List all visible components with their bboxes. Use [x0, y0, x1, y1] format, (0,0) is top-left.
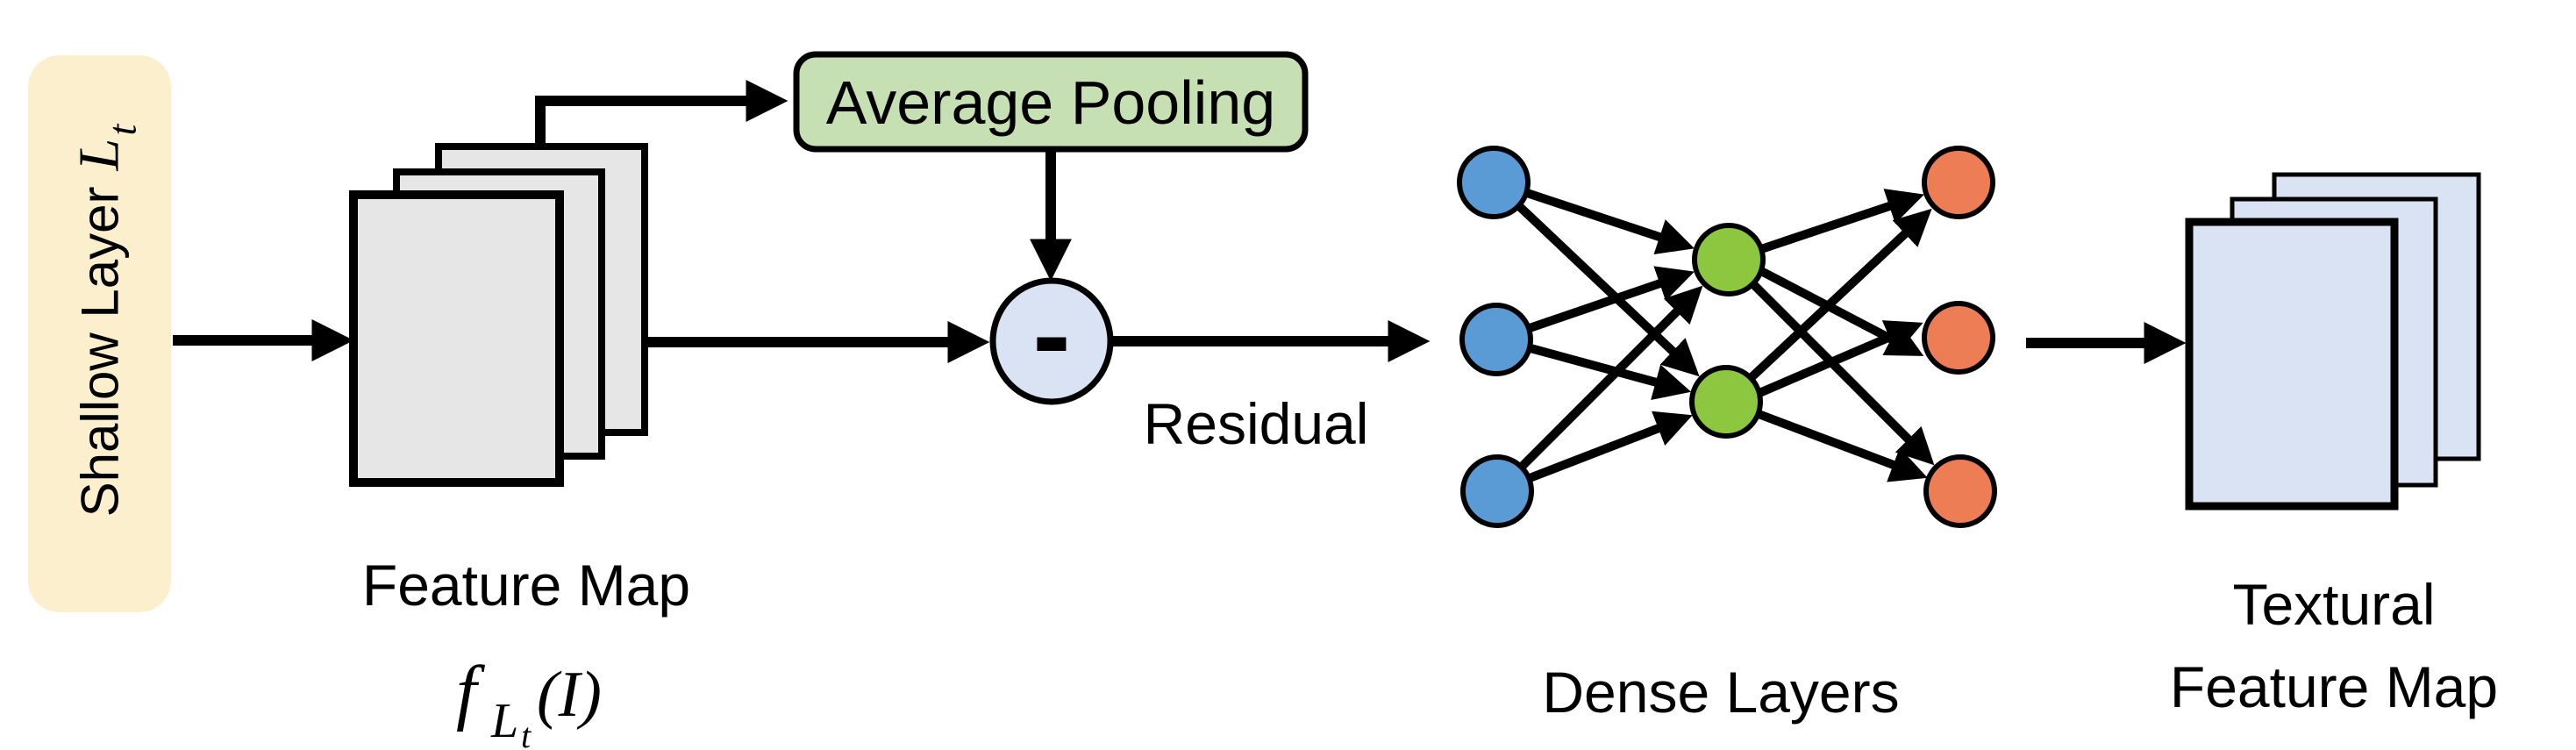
input-node-1 [1457, 146, 1531, 219]
residual-label: Residual [1144, 391, 1369, 456]
edge-hidden2-output2 [1758, 320, 1923, 397]
feature-map-math-t: t [521, 716, 532, 750]
average-pooling-box [793, 51, 1309, 153]
minus-sign: - [1032, 270, 1070, 398]
hidden-node-2 [1689, 365, 1763, 439]
edge-input2-hidden2 [1529, 344, 1692, 401]
edge-input3-hidden1 [1518, 285, 1703, 470]
edge-input2-hidden1 [1528, 266, 1695, 332]
edge-hidden1-output3 [1750, 281, 1935, 466]
arrow-featuremap-to-avgpool [535, 80, 788, 149]
average-pooling-label: Average Pooling [826, 68, 1275, 137]
feature-map-math-L: L [490, 694, 518, 748]
input-node-3 [1460, 454, 1534, 528]
feature-map-math-label: f L t (I) [456, 651, 602, 750]
edge-hidden2-output1 [1747, 208, 1932, 382]
output-node-1 [1922, 146, 1995, 219]
output-node-2 [1922, 301, 1995, 375]
shallow-layer-math-main: L [68, 139, 132, 172]
edge-input1-hidden1 [1525, 189, 1695, 255]
feature-map-stack [349, 143, 648, 487]
textural-sheet-front [2185, 218, 2399, 511]
dense-network-edges [1516, 189, 1935, 482]
feature-map-math-f: f [456, 651, 486, 732]
feature-map-math-arg: (I) [537, 659, 602, 731]
input-node-2 [1459, 303, 1533, 376]
edge-input3-hidden2 [1528, 411, 1693, 482]
textural-label-line2: Feature Map [2170, 654, 2498, 719]
dense-layers-network: Dense Layers [1457, 146, 1997, 725]
shallow-layer-math-sub: t [100, 124, 145, 136]
output-node-3 [1923, 454, 1997, 528]
feature-map-label: Feature Map [362, 553, 690, 618]
dense-network-nodes [1457, 146, 1997, 528]
edge-hidden2-output3 [1757, 410, 1928, 482]
shallow-layer-label: Shallow Layer [71, 187, 130, 518]
textural-feature-map-stack [2185, 172, 2481, 511]
hidden-node-1 [1692, 223, 1766, 296]
shallow-layer-box [28, 55, 171, 612]
feature-map-sheet-front [349, 190, 564, 487]
dense-layers-label: Dense Layers [1542, 660, 1899, 725]
edge-input1-hidden2 [1516, 203, 1700, 377]
textural-label-line1: Textural [2232, 572, 2435, 637]
shallow-layer-label-group: Shallow Layer L t [68, 124, 145, 518]
edge-hidden1-output1 [1759, 189, 1924, 254]
